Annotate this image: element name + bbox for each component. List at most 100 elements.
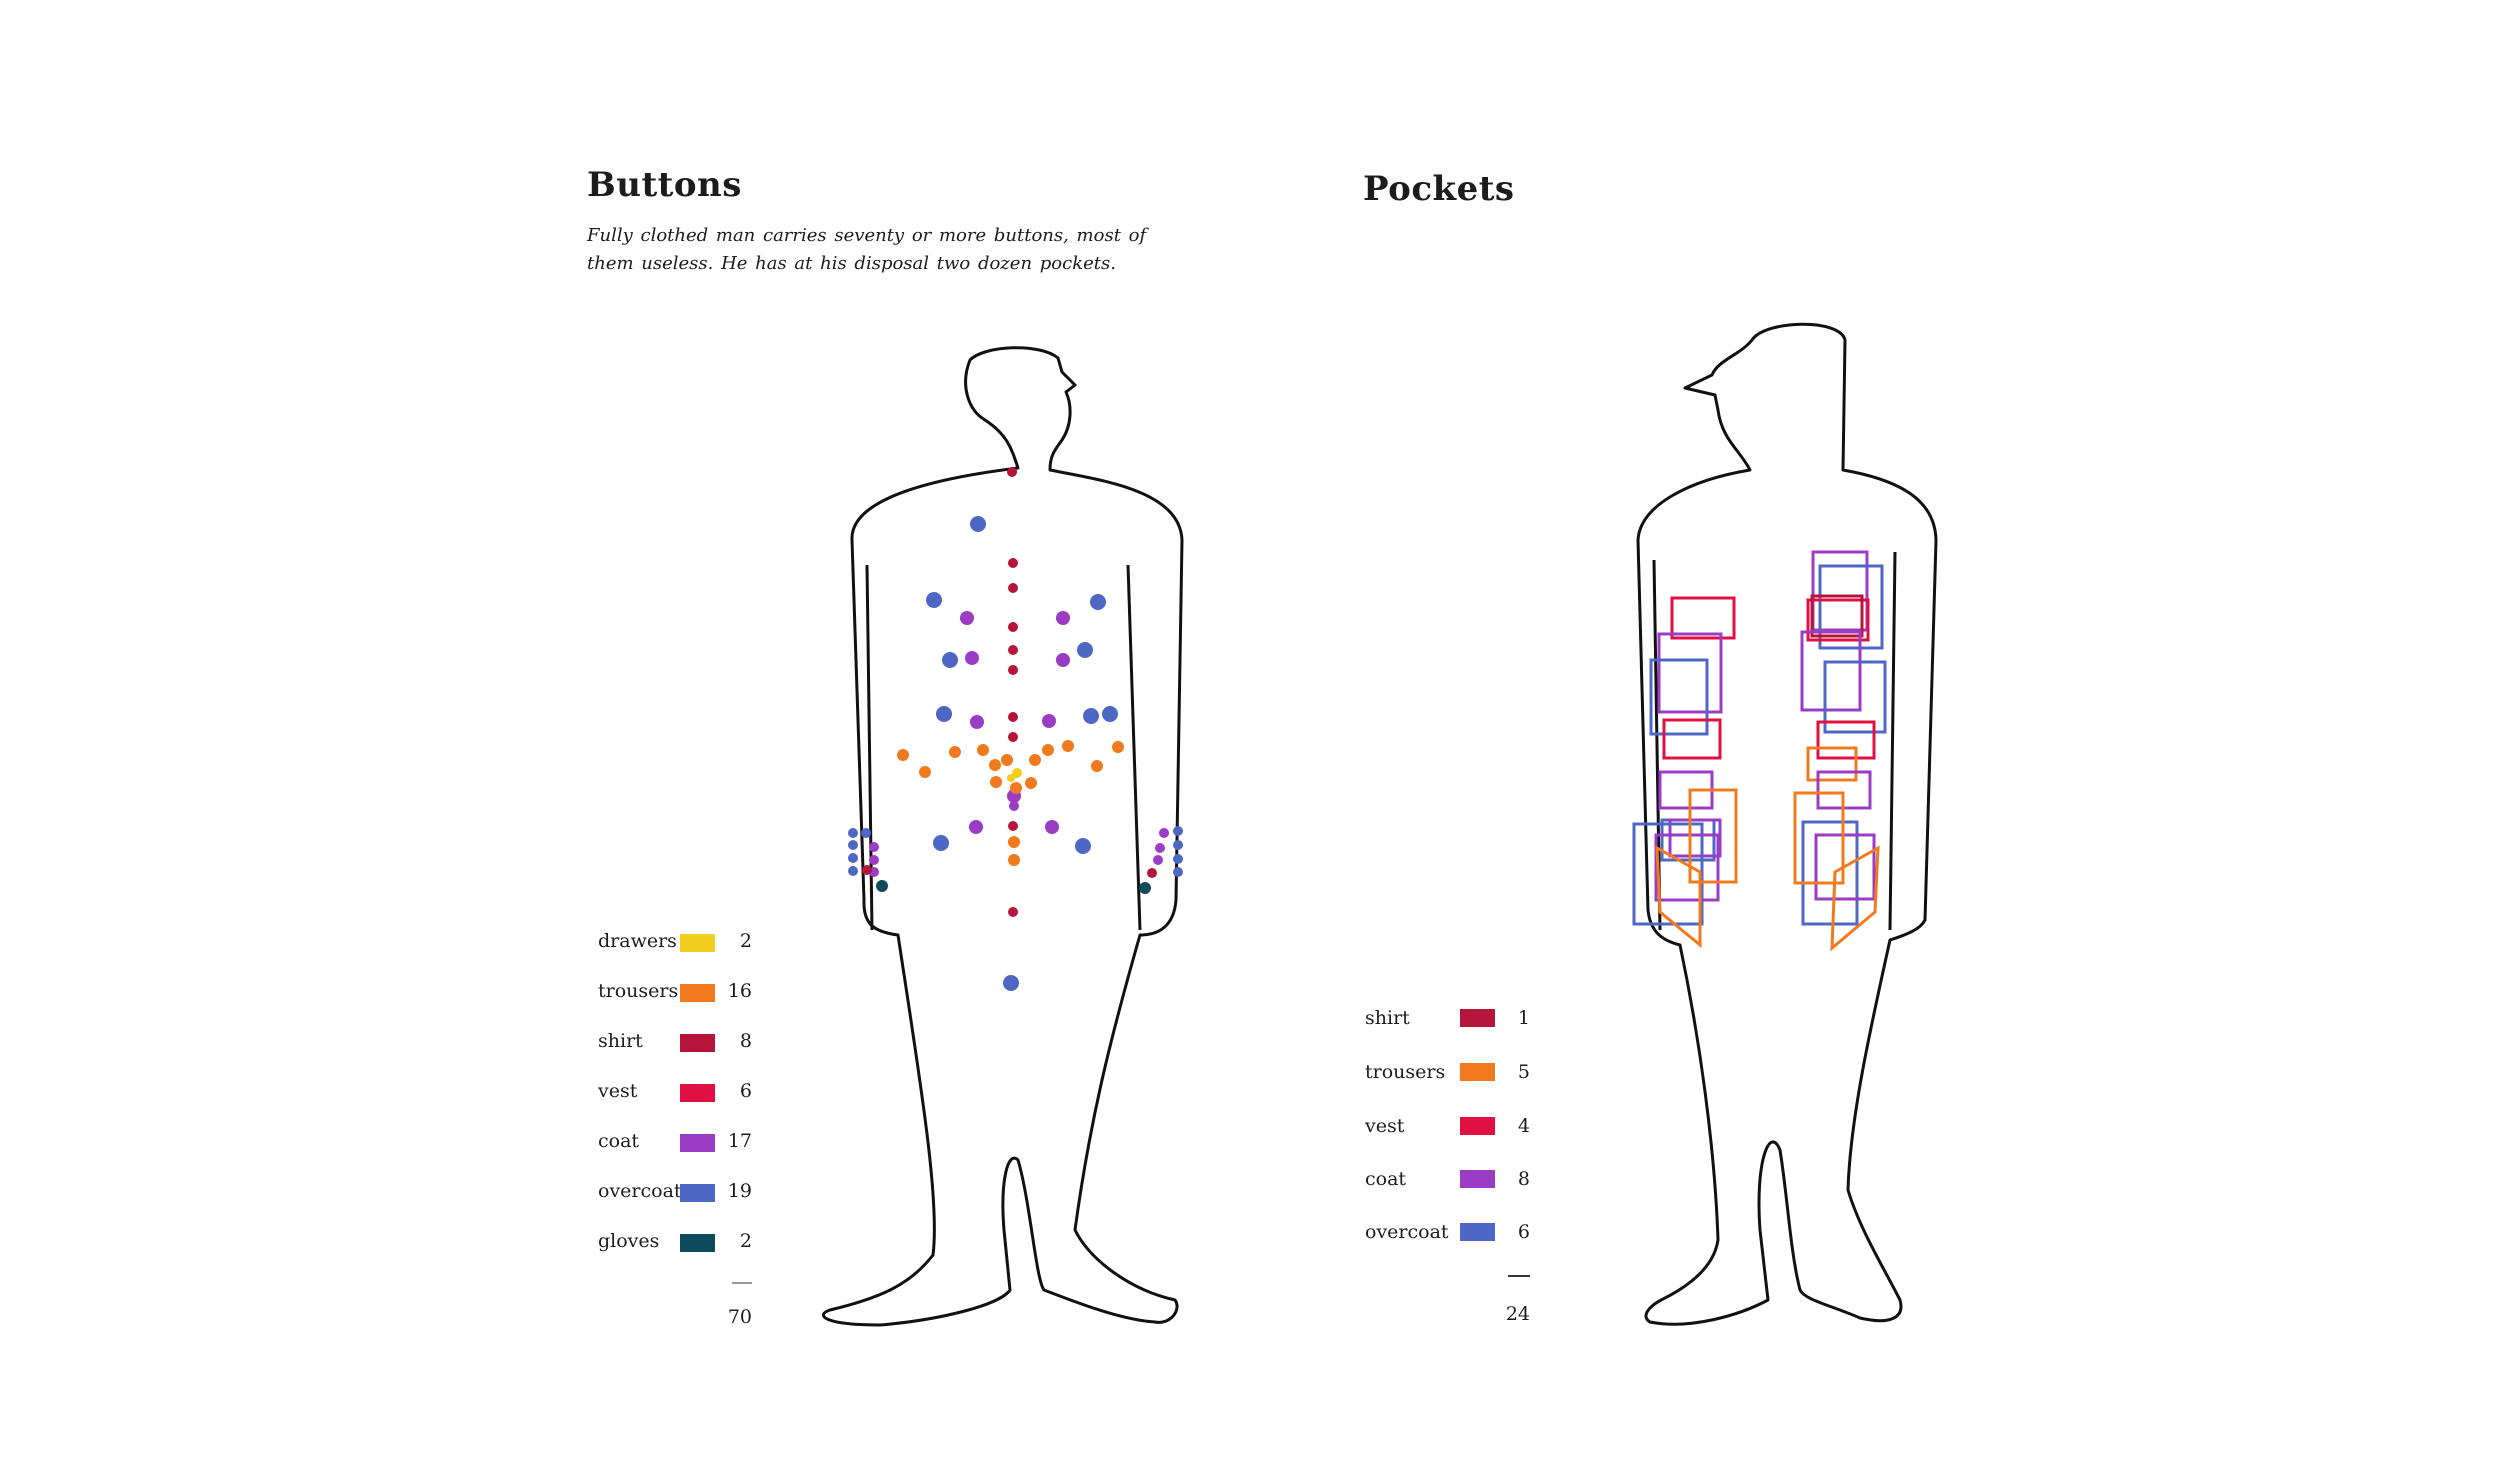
buttons-legend-row-coat: coat 17	[598, 1130, 752, 1152]
legend-count-drawers: 2	[740, 930, 752, 952]
buttons-legend-row-overcoat: overcoat 19	[598, 1180, 752, 1202]
pocket-outline-overcoat	[1632, 822, 1704, 926]
pockets-legend-row-coat: coat 8	[1365, 1168, 1530, 1190]
pocket-outline-overcoat	[1649, 658, 1709, 736]
buttons-legend-row-shirt: shirt 8	[598, 1030, 752, 1052]
button-dot-overcoat	[861, 828, 871, 838]
pocket-outline-trousers-hip	[1830, 845, 1880, 952]
legend-label-coat: coat	[598, 1130, 639, 1152]
button-dot-coat	[869, 842, 879, 852]
legend-swatch-gloves	[680, 1234, 715, 1252]
button-dot-coat	[1056, 653, 1070, 667]
button-dot-overcoat	[1173, 826, 1183, 836]
button-dot-drawers	[1012, 768, 1022, 778]
pockets-legend: shirt 1 trousers 5 vest 4 coat 8 overcoa…	[1364, 1007, 1530, 1325]
pockets-legend-swatch-shirt	[1460, 1009, 1495, 1027]
legend-count-shirt: 8	[740, 1030, 752, 1052]
button-dot-overcoat	[1075, 838, 1091, 854]
pockets-legend-swatch-coat	[1460, 1170, 1495, 1188]
pockets-legend-row-trousers: trousers 5	[1365, 1061, 1530, 1083]
button-dot-overcoat	[848, 828, 858, 838]
button-dot-trousers	[1008, 854, 1020, 866]
button-dot-trousers	[1062, 740, 1074, 752]
pockets-legend-swatch-trousers	[1460, 1063, 1495, 1081]
pocket-outline-trousers-hip	[1655, 845, 1702, 949]
button-dot-overcoat	[1102, 706, 1118, 722]
button-dot-trousers	[990, 776, 1002, 788]
legend-swatch-drawers	[680, 934, 715, 952]
pocket-outline-vest	[1662, 718, 1722, 760]
pocket-outline-overcoat	[1801, 820, 1859, 926]
pockets-legend-label-shirt: shirt	[1365, 1007, 1410, 1029]
button-dot-trousers	[1042, 744, 1054, 756]
pockets-legend-label-trousers: trousers	[1365, 1061, 1445, 1083]
pockets-legend-row-vest: vest 4	[1364, 1115, 1530, 1137]
legend-count-gloves: 2	[740, 1230, 752, 1252]
legend-label-overcoat: overcoat	[598, 1180, 682, 1202]
buttons-legend-row-gloves: gloves 2	[598, 1230, 752, 1252]
button-dot-shirt	[1008, 645, 1018, 655]
pockets-legend-row-overcoat: overcoat 6	[1365, 1221, 1530, 1243]
pockets-legend-swatch-overcoat	[1460, 1223, 1495, 1241]
pocket-outline-trousers	[1688, 788, 1738, 884]
legend-count-overcoat: 19	[728, 1180, 752, 1202]
buttons-figure-arm-right	[1126, 564, 1142, 931]
pocket-outline-overcoat	[1818, 564, 1884, 650]
button-dot-coat	[1155, 843, 1165, 853]
button-dot-trousers	[897, 749, 909, 761]
pockets-legend-count-shirt: 1	[1518, 1007, 1530, 1029]
button-dot-trousers	[1010, 782, 1022, 794]
button-dot-overcoat	[926, 592, 942, 608]
button-dot-coat	[970, 715, 984, 729]
button-dot-overcoat	[933, 835, 949, 851]
button-dot-coat	[965, 651, 979, 665]
pockets-figure-outline	[1636, 322, 1938, 1326]
legend-swatch-trousers	[680, 984, 715, 1002]
button-dot-coat	[869, 855, 879, 865]
button-dot-shirt	[1007, 467, 1017, 477]
buttons-subtitle: Fully clothed man carries seventy or mor…	[587, 225, 1147, 274]
legend-label-drawers: drawers	[598, 930, 677, 952]
button-dot-coat	[960, 611, 974, 625]
button-dot-coat	[1045, 820, 1059, 834]
button-dot-trousers	[1025, 777, 1037, 789]
button-dot-trousers	[1008, 836, 1020, 848]
pockets-legend-total: 24	[1506, 1303, 1530, 1325]
buttons-figure-outline	[821, 346, 1184, 1327]
pockets-legend-label-coat: coat	[1365, 1168, 1406, 1190]
button-dots-group	[848, 467, 1183, 991]
legend-label-vest: vest	[597, 1080, 638, 1102]
pocket-outline-vest	[1816, 720, 1876, 760]
button-dot-coat	[969, 820, 983, 834]
pocket-outline-shirt	[1810, 594, 1864, 638]
button-dot-shirt	[862, 865, 872, 875]
legend-swatch-overcoat	[680, 1184, 715, 1202]
button-dot-overcoat	[848, 866, 858, 876]
button-dot-trousers	[1091, 760, 1103, 772]
pockets-legend-label-vest: vest	[1364, 1115, 1405, 1137]
button-dot-trousers	[1029, 754, 1041, 766]
button-dot-shirt	[1008, 583, 1018, 593]
pocket-outline-overcoat	[1823, 660, 1887, 734]
button-dot-overcoat	[1077, 642, 1093, 658]
buttons-legend-row-drawers: drawers 2	[598, 930, 752, 952]
button-dot-overcoat	[1083, 708, 1099, 724]
button-dot-trousers	[1001, 754, 1013, 766]
button-dot-trousers	[1112, 741, 1124, 753]
button-dot-overcoat	[970, 516, 986, 532]
pocket-outline-trousers	[1806, 746, 1858, 782]
button-dot-coat	[1009, 801, 1019, 811]
button-dot-coat	[1042, 714, 1056, 728]
pocket-outline-coat	[1814, 833, 1876, 901]
pockets-legend-row-shirt: shirt 1	[1365, 1007, 1530, 1029]
button-dot-trousers	[949, 746, 961, 758]
button-dot-coat	[1153, 855, 1163, 865]
button-dot-shirt	[1008, 732, 1018, 742]
buttons-legend-total: 70	[728, 1306, 752, 1328]
buttons-title: Buttons	[587, 165, 742, 205]
legend-label-trousers: trousers	[598, 980, 678, 1002]
buttons-legend-row-trousers: trousers 16	[598, 980, 752, 1002]
buttons-legend: drawers 2 trousers 16 shirt 8 vest 6 coa…	[597, 930, 752, 1328]
